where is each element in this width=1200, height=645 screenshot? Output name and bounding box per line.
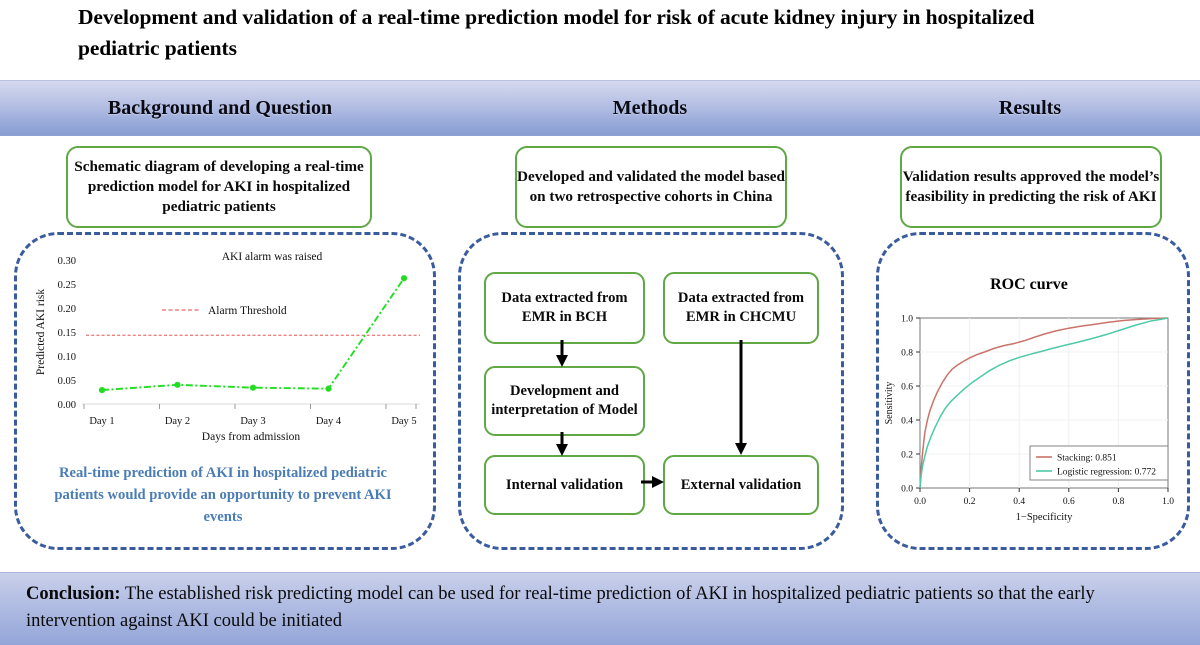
- arrow-down-development-to-internal: [556, 432, 568, 456]
- flow-box-data-bch: Data extracted from EMR in BCH: [484, 272, 645, 344]
- svg-text:AKI alarm was raised: AKI alarm was raised: [222, 251, 323, 263]
- svg-text:1−Specificity: 1−Specificity: [1016, 512, 1073, 523]
- flow-box-external-validation: External validation: [663, 455, 819, 515]
- svg-text:Day 1: Day 1: [89, 416, 114, 427]
- flow-box-data-chcmu: Data extracted from EMR in CHCMU: [663, 272, 819, 344]
- svg-text:0.4: 0.4: [1013, 497, 1025, 507]
- svg-text:0.6: 0.6: [901, 383, 913, 393]
- svg-text:0.00: 0.00: [58, 400, 76, 411]
- svg-text:0.30: 0.30: [58, 256, 76, 267]
- svg-text:0.10: 0.10: [58, 352, 76, 363]
- conclusion-text: Conclusion: The established risk predict…: [26, 581, 1176, 636]
- svg-text:Day 3: Day 3: [240, 416, 265, 427]
- page-title: Development and validation of a real-tim…: [78, 5, 1035, 60]
- svg-text:1.0: 1.0: [901, 315, 913, 325]
- arrow-down-bch-to-development: [556, 340, 568, 367]
- section-header-band: Background and Question Methods Results: [0, 80, 1200, 136]
- svg-text:0.2: 0.2: [964, 497, 976, 507]
- svg-text:Day 4: Day 4: [316, 416, 342, 427]
- conclusion-label: Conclusion:: [26, 584, 121, 604]
- arrow-down-chcmu-to-external: [735, 340, 747, 455]
- svg-text:0.05: 0.05: [58, 376, 76, 387]
- section-title-methods: Methods: [612, 96, 688, 119]
- section-title-results: Results: [998, 96, 1062, 119]
- svg-text:0.8: 0.8: [1112, 497, 1124, 507]
- svg-text:Alarm Threshold: Alarm Threshold: [208, 305, 287, 317]
- svg-text:Days from admission: Days from admission: [202, 431, 301, 443]
- methods-headline-box: Developed and validated the model based …: [515, 146, 787, 228]
- svg-text:Stacking: 0.851: Stacking: 0.851: [1057, 454, 1117, 464]
- svg-text:0.0: 0.0: [901, 485, 913, 495]
- background-caption: Real-time prediction of AKI in hospitali…: [54, 465, 392, 526]
- svg-text:Predicted AKI risk: Predicted AKI risk: [35, 289, 47, 375]
- conclusion-band: Conclusion: The established risk predict…: [0, 572, 1200, 645]
- roc-chart-title: ROC curve: [990, 276, 1068, 293]
- svg-text:Day 5: Day 5: [391, 416, 416, 427]
- svg-text:0.25: 0.25: [58, 280, 76, 291]
- svg-text:0.2: 0.2: [901, 451, 913, 461]
- svg-text:0.20: 0.20: [58, 304, 76, 315]
- svg-text:0.0: 0.0: [914, 497, 926, 507]
- conclusion-body: The established risk predicting model ca…: [26, 584, 1095, 632]
- svg-text:0.8: 0.8: [901, 349, 913, 359]
- flow-box-internal-validation: Internal validation: [484, 455, 645, 515]
- svg-text:0.6: 0.6: [1063, 497, 1075, 507]
- svg-text:1.0: 1.0: [1162, 497, 1174, 507]
- svg-text:Sensitivity: Sensitivity: [884, 382, 895, 425]
- flow-box-development: Development and interpretation of Model: [484, 366, 645, 436]
- background-headline-box: Schematic diagram of developing a real-t…: [66, 146, 372, 228]
- background-dashed-panel: [14, 232, 436, 550]
- arrow-right-internal-to-external: [641, 476, 664, 488]
- section-title-background: Background and Question: [107, 96, 333, 119]
- svg-text:Logistic regression: 0.772: Logistic regression: 0.772: [1057, 468, 1156, 478]
- svg-text:0.15: 0.15: [58, 328, 76, 339]
- results-headline-box: Validation results approved the model’s …: [900, 146, 1162, 228]
- svg-text:0.4: 0.4: [901, 417, 913, 427]
- svg-text:Day 2: Day 2: [165, 416, 190, 427]
